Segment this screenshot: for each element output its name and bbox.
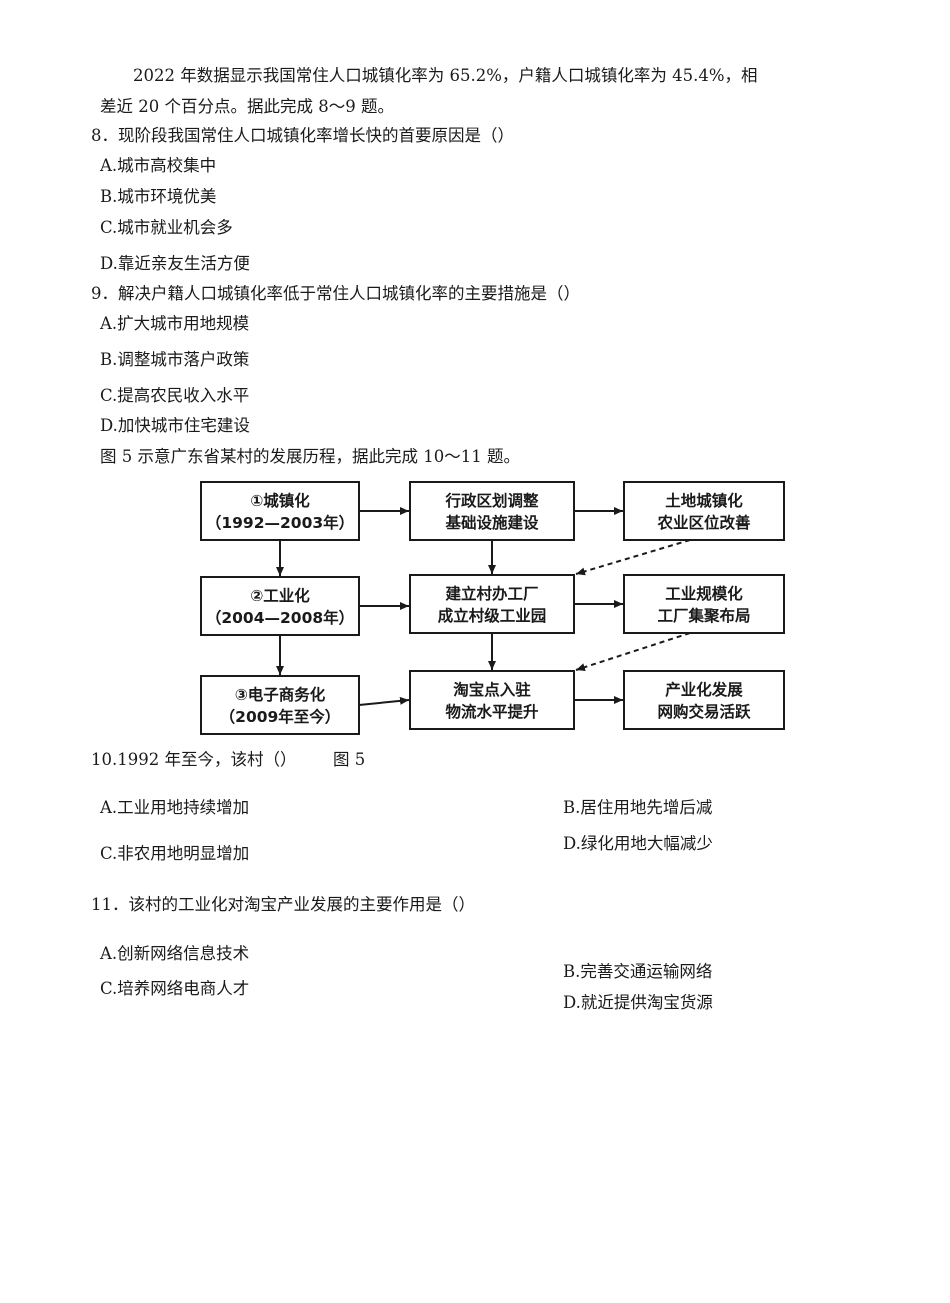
figure-caption: 图 5 [333,750,366,769]
stage-period: （1992—2003年） [206,513,354,532]
stage-name: ③电子商务化 [235,685,326,704]
stage-box-ecommerce: ③电子商务化 （2009年至今） [200,675,360,735]
arrow [358,696,410,706]
middle-line-1: 建立村办工厂 [445,584,538,603]
q8-option-a: A.城市高校集中 [100,156,217,175]
q11-option-b: B.完善交通运输网络 [563,962,713,981]
stage-name: ②工业化 [250,586,310,605]
middle-line-2: 物流水平提升 [445,702,539,721]
q9-option-c: C.提高农民收入水平 [100,386,250,405]
flow-arrows [276,507,623,706]
stage-name: ①城镇化 [250,491,310,510]
q10-option-a: A.工业用地持续增加 [100,798,250,817]
q9-stem: 9．解决户籍人口城镇化率低于常住人口城镇化率的主要措施是（） [91,284,580,303]
stage-box-industrialization: ②工业化 （2004—2008年） [200,576,360,636]
right-line-1: 土地城镇化 [665,491,743,510]
q10-option-c: C.非农用地明显增加 [100,844,250,863]
stage-box-urbanization: ①城镇化 （1992—2003年） [200,481,360,541]
right-box-1: 土地城镇化 农业区位改善 [623,481,785,541]
q8-option-c: C.城市就业机会多 [100,218,233,237]
middle-line-1: 行政区划调整 [444,491,539,510]
right-box-3: 产业化发展 网购交易活跃 [623,670,785,730]
intro-line-2: 差近 20 个百分点。据此完成 8～9 题。 [100,97,394,116]
q11-option-d: D.就近提供淘宝货源 [563,993,713,1012]
q10-stem: 10.1992 年至今，该村（） [91,750,297,769]
q8-stem: 8．现阶段我国常住人口城镇化率增长快的首要原因是（） [91,126,514,145]
q8-option-b: B.城市环境优美 [100,187,217,206]
q9-option-b: B.调整城市落户政策 [100,350,250,369]
q9-option-d: D.加快城市住宅建设 [100,416,250,435]
right-line-1: 工业规模化 [665,584,743,603]
q9-option-a: A.扩大城市用地规模 [100,314,250,333]
stage-period: （2009年至今） [220,707,341,726]
q8-option-d: D.靠近亲友生活方便 [100,254,250,273]
feedback-arrows [575,539,691,672]
middle-box-3: 淘宝点入驻 物流水平提升 [409,670,575,730]
dashed-arrow [575,632,691,672]
development-flow-diagram: ①城镇化 （1992—2003年） ②工业化 （2004—2008年） ③电子商… [200,481,785,735]
right-line-2: 工厂集聚布局 [657,606,750,625]
middle-box-2: 建立村办工厂 成立村级工业园 [409,574,575,634]
dashed-arrow [575,539,691,576]
q11-stem: 11．该村的工业化对淘宝产业发展的主要作用是（） [91,895,475,914]
intro-line-1: 2022 年数据显示我国常住人口城镇化率为 65.2%，户籍人口城镇化率为 45… [133,66,758,85]
right-box-2: 工业规模化 工厂集聚布局 [623,574,785,634]
right-line-2: 农业区位改善 [656,513,751,532]
q11-option-c: C.培养网络电商人才 [100,979,250,998]
middle-line-2: 成立村级工业园 [438,606,547,625]
figure-intro: 图 5 示意广东省某村的发展历程，据此完成 10～11 题。 [100,447,520,466]
q10-option-d: D.绿化用地大幅减少 [563,834,713,853]
q11-option-a: A.创新网络信息技术 [100,944,250,963]
stage-period: （2004—2008年） [206,608,354,627]
right-line-2: 网购交易活跃 [657,702,751,721]
middle-line-1: 淘宝点入驻 [453,680,531,699]
q10-option-b: B.居住用地先增后减 [563,798,713,817]
middle-line-2: 基础设施建设 [444,513,539,532]
right-line-1: 产业化发展 [665,680,743,699]
middle-box-1: 行政区划调整 基础设施建设 [409,481,575,541]
